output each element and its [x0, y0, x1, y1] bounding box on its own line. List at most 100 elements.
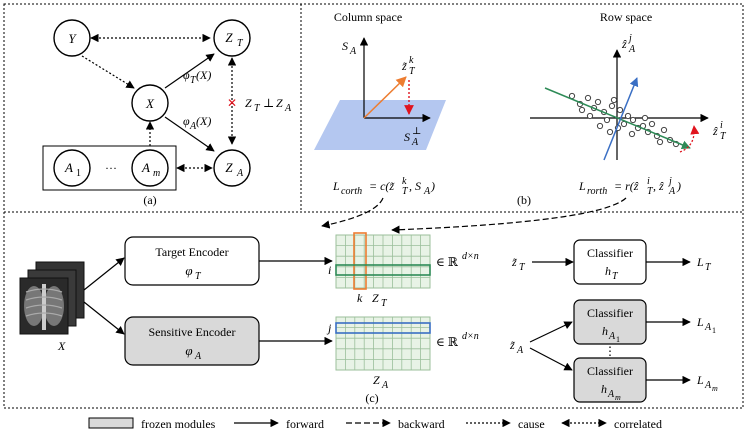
- classifier-am-subsub: m: [615, 393, 621, 402]
- node-am-label: A: [141, 160, 150, 175]
- l-corth-rhs2: , S: [409, 179, 421, 193]
- panel-frames: [3, 3, 744, 409]
- panel-c-pipeline: X Target Encoder φ T Sensitive Encoder φ…: [19, 232, 718, 405]
- scatter-point: [606, 128, 614, 136]
- l-corth-rhs3: ): [430, 179, 435, 193]
- sensitive-attributes-box: [42, 145, 177, 191]
- node-am: [131, 149, 169, 187]
- scatter-point: [608, 102, 616, 110]
- row-x-sub: T: [720, 131, 727, 142]
- edge-phi-t-arg: (X): [196, 68, 211, 82]
- za-row-highlight: [335, 322, 431, 334]
- zt-column-highlight: [353, 232, 367, 290]
- indep-rhs: Z: [276, 96, 283, 110]
- caption-b: (b): [517, 193, 531, 207]
- l-rorth-j: j: [667, 176, 672, 187]
- column-space-title: Column space: [334, 10, 402, 24]
- l-rorth-rhs: = r(ẑ: [614, 179, 639, 193]
- legend: frozen modules forward backward cause co…: [88, 417, 662, 431]
- l-rorth: L: [578, 179, 586, 193]
- za-tilde-label: z̃: [509, 338, 515, 352]
- l-corth: L: [332, 179, 340, 193]
- node-a1-label: A: [64, 160, 73, 175]
- node-a1: [53, 149, 91, 187]
- l-corth-sub: corth: [341, 186, 362, 197]
- arrow-x-to-target: [83, 257, 125, 291]
- legend-frozen-swatch: [88, 417, 134, 429]
- classifier-t-sub: T: [612, 271, 619, 282]
- zt-matrix-label: Z: [372, 291, 379, 305]
- scatter-point: [616, 106, 624, 114]
- loss-am: L: [696, 373, 704, 387]
- l-corth-rhs: = c(z̃: [369, 179, 395, 193]
- node-zt-sub: T: [237, 38, 244, 49]
- xray-image-stack: [19, 261, 85, 335]
- scatter-point: [624, 112, 632, 120]
- legend-cause-label: cause: [518, 417, 545, 431]
- edge-phi-t-label: φ: [183, 68, 190, 82]
- scatter-point: [660, 126, 668, 134]
- zt-matrix-grid: [335, 234, 431, 289]
- subspace-plane: [314, 100, 446, 150]
- scatter-point: [586, 112, 594, 120]
- indep-lhs-sub: T: [254, 103, 261, 114]
- zt-row-index: i: [328, 263, 331, 277]
- l-rorth-t: T: [647, 186, 654, 197]
- panel-a-causal-graph: Y X Z T Z A A 1 ··· A m φ T (X) φ A (X) …: [42, 19, 292, 207]
- edge-phi-a-sub: A: [189, 121, 197, 132]
- row-y-label: ẑ: [621, 37, 627, 51]
- za-tilde-sub: A: [516, 345, 524, 356]
- za-matrix-grid: [335, 316, 431, 371]
- arrow-za-to-clf-am: [529, 347, 573, 371]
- node-y: [53, 19, 91, 57]
- node-zt-label: Z: [225, 30, 233, 45]
- row-x-label: ẑ: [712, 124, 718, 138]
- scatter-point: [594, 98, 602, 106]
- caption-a: (a): [143, 193, 156, 207]
- row-y-sub: A: [628, 44, 636, 55]
- edge-y-x-cause: [81, 55, 135, 89]
- l-corth-k: k: [402, 176, 407, 187]
- loss-a1: L: [696, 315, 704, 329]
- row-space-title: Row space: [600, 10, 652, 24]
- node-za: [213, 149, 251, 187]
- sensitive-encoder-title: Sensitive Encoder: [149, 325, 236, 339]
- node-y-label: Y: [68, 31, 77, 46]
- vector-z-sub: T: [409, 66, 416, 77]
- vector-z-sup: k: [409, 55, 414, 66]
- legend-forward-label: forward: [286, 417, 324, 431]
- loss-t: L: [696, 255, 704, 269]
- scatter-point: [629, 116, 637, 124]
- sensitive-encoder-sub: A: [194, 351, 202, 362]
- sensitive-encoder-phi: φ: [185, 343, 192, 358]
- za-space-sup: d×n: [462, 331, 479, 342]
- scatter-point: [610, 96, 618, 104]
- perp-sub: A: [411, 137, 419, 148]
- node-a1-sub: 1: [76, 168, 81, 179]
- indep-lhs: Z: [245, 96, 252, 110]
- fit-line-green: [544, 87, 691, 150]
- zt-space-label: ∈ ℝ: [436, 255, 459, 269]
- rotation-arrow: [679, 125, 700, 153]
- classifier-a1-subsub: 1: [616, 335, 620, 344]
- legend-backward-label: backward: [398, 417, 445, 431]
- node-x-label: X: [145, 96, 155, 111]
- edge-phi-t-sub: T: [190, 75, 197, 86]
- node-zt: [213, 19, 251, 57]
- arrow-x-to-sensitive: [83, 301, 125, 335]
- node-am-sub: m: [153, 168, 160, 179]
- indep-symbol: ⊥: [263, 96, 274, 110]
- za-space-label: ∈ ℝ: [436, 335, 459, 349]
- target-encoder-title: Target Encoder: [155, 245, 228, 259]
- classifier-t-title: Classifier: [587, 246, 633, 260]
- edge-phi-a-arg: (X): [196, 114, 211, 128]
- target-encoder-phi: φ: [185, 263, 192, 278]
- classifier-am-title: Classifier: [587, 364, 633, 378]
- loss-a1-subsub: 1: [712, 326, 716, 335]
- perp-sup: ⊥: [412, 126, 421, 137]
- classifier-am-h: h: [601, 382, 607, 396]
- l-rorth-rhs3: ): [676, 179, 681, 193]
- loss-a1-sub: A: [704, 322, 712, 333]
- classifier-t-h: h: [605, 264, 611, 278]
- target-encoder-sub: T: [195, 271, 202, 282]
